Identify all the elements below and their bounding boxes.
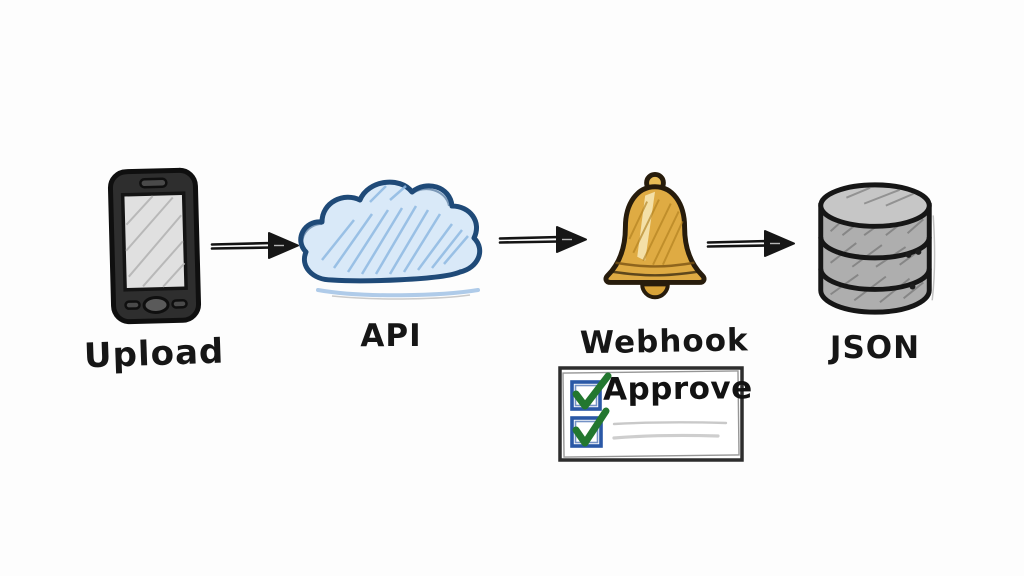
node-webhook-label: Webhook [579, 322, 749, 362]
bell-hatch [628, 199, 684, 266]
placeholder-line [612, 433, 720, 440]
phone-home-button [142, 295, 170, 314]
checkmark-icon [572, 407, 610, 447]
approve-label: Approve [602, 370, 753, 408]
phone-screen [120, 191, 188, 292]
phone-screen-hatch [124, 195, 185, 288]
database-icon [818, 182, 936, 315]
approval-panel: Approve [556, 364, 753, 468]
node-webhook: Webhook [579, 170, 749, 362]
node-api: API [292, 168, 490, 354]
arrow-icon [210, 232, 299, 259]
placeholder-line [612, 421, 728, 426]
node-json: JSON [812, 176, 938, 366]
arrow-icon [706, 230, 795, 257]
node-json-label: JSON [829, 330, 921, 366]
cloud-body [298, 179, 483, 284]
node-api-label: API [360, 318, 422, 354]
cloud-hatch [321, 185, 469, 275]
smartphone-icon [107, 167, 201, 325]
node-upload: Upload [83, 166, 225, 377]
phone-speaker [138, 177, 168, 189]
approval-panel-graphic [558, 366, 744, 462]
phone-right-button [170, 299, 188, 309]
bell-clapper [640, 282, 670, 300]
database-top-hatch [846, 186, 914, 207]
phone-left-button [123, 300, 141, 310]
cloud-icon [298, 179, 483, 300]
database-top [818, 182, 932, 229]
arrow-icon [498, 226, 587, 253]
checkmark-icon [572, 372, 612, 410]
node-upload-label: Upload [83, 331, 225, 377]
bell-icon [603, 171, 707, 300]
